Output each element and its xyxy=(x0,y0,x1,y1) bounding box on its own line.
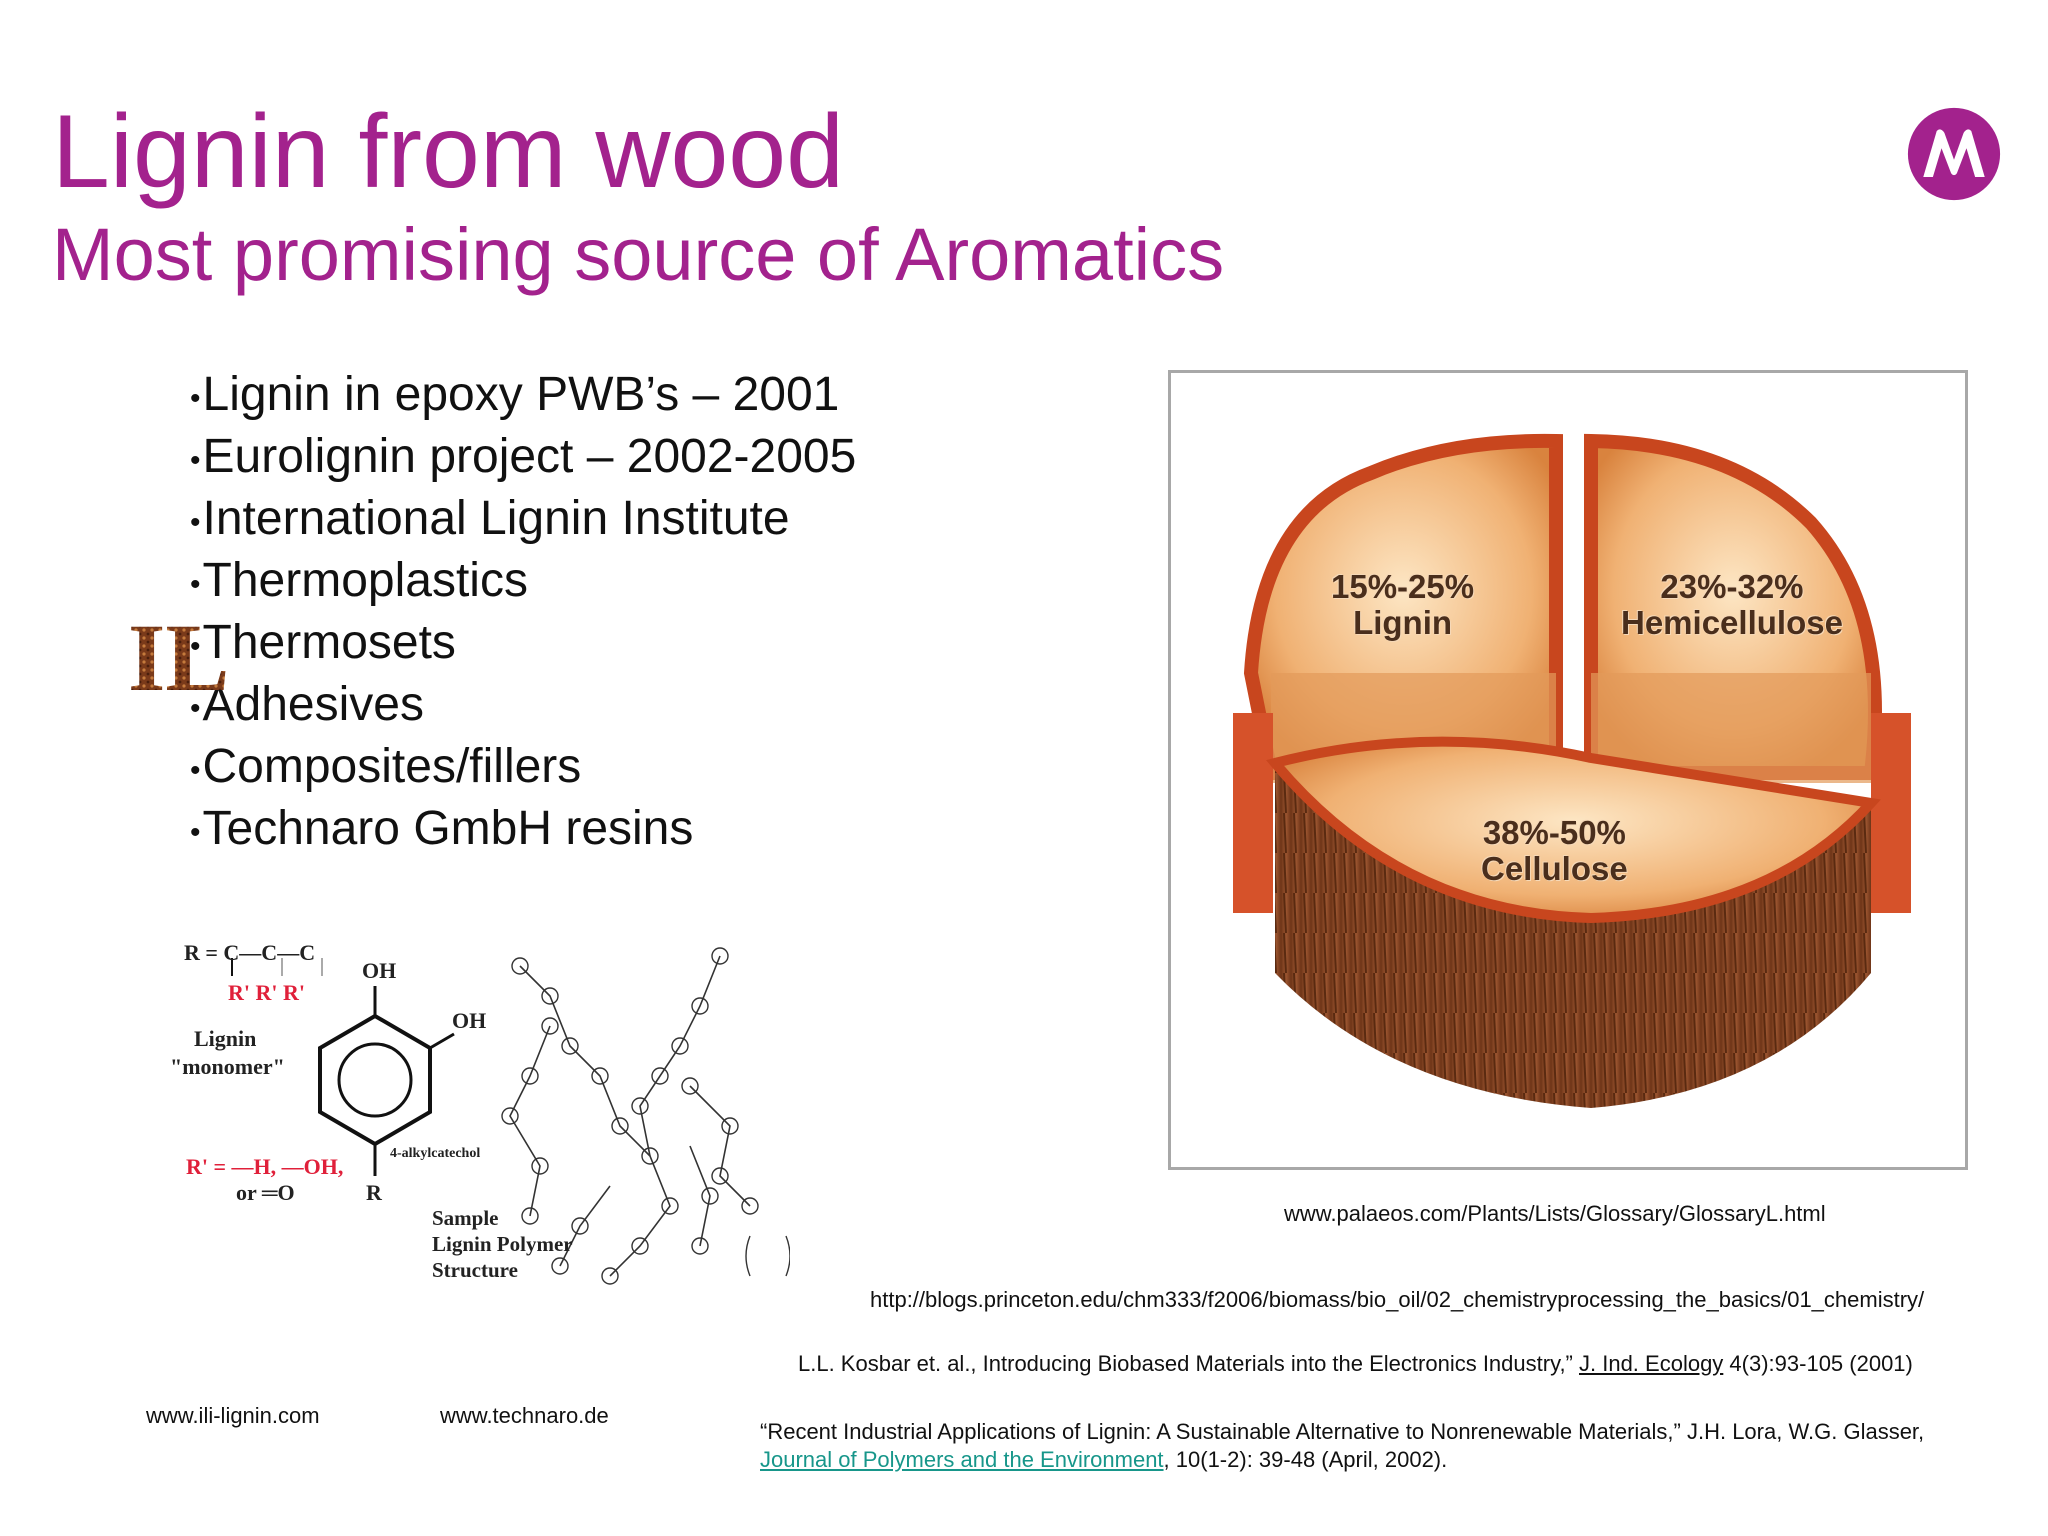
slide-title: Lignin from wood xyxy=(52,94,844,210)
r-prime-row: R' R' R' xyxy=(228,980,305,1005)
lignin-monomer-structure xyxy=(231,958,455,1176)
bullet-item: •Adhesives xyxy=(190,678,424,731)
polymer-label-lignin-polymer: Lignin Polymer xyxy=(432,1232,573,1256)
reference-kosbar: L.L. Kosbar et. al., Introducing Biobase… xyxy=(798,1351,1913,1376)
lignin-chemistry-figure: R = C—C—C R' R' R' OH OH Lignin "monomer… xyxy=(170,936,790,1301)
polymer-label-structure: Structure xyxy=(432,1258,518,1282)
catechol-label: 4-alkylcatechol xyxy=(390,1146,481,1161)
r-bottom-label: R xyxy=(366,1180,382,1205)
bullet-item: •International Lignin Institute xyxy=(190,492,790,545)
oh-top-label: OH xyxy=(362,958,397,983)
lignin-polymer-structure xyxy=(501,947,790,1285)
slide-subtitle: Most promising source of Aromatics xyxy=(52,213,1225,296)
wood-composition-figure: 15%-25% Lignin 23%-32% Hemicellulose 38%… xyxy=(1168,370,1968,1170)
kosbar-journal: J. Ind. Ecology xyxy=(1579,1351,1724,1376)
pie-label-cellulose: 38%-50% Cellulose xyxy=(1481,814,1628,887)
svg-text:ILI: ILI xyxy=(128,612,232,696)
r-prime-definition: R' = —H, —OH, xyxy=(186,1154,344,1179)
motorola-logo-icon xyxy=(1907,107,2001,201)
r-formula: R = C—C—C xyxy=(184,940,316,965)
pie-slice-cellulose-side xyxy=(1275,763,1871,1108)
bullet-item: •Thermoplastics xyxy=(190,554,528,607)
pie-label-lignin: 15%-25% Lignin xyxy=(1331,568,1475,641)
pie-label-hemicellulose: 23%-32% Hemicellulose xyxy=(1621,568,1843,641)
reference-palaeos: www.palaeos.com/Plants/Lists/Glossary/Gl… xyxy=(1284,1201,1826,1226)
polymer-label-sample: Sample xyxy=(432,1206,499,1230)
reference-lora: “Recent Industrial Applications of Ligni… xyxy=(760,1419,1925,1472)
bullet-item: •Technaro GmbH resins xyxy=(190,802,694,855)
wood-pie-illustration xyxy=(1233,433,1911,1108)
ili-url: www.ili-lignin.com xyxy=(146,1403,320,1428)
bullet-item: •Composites/fillers xyxy=(190,740,582,793)
bullet-item: •Lignin in epoxy PWB’s – 2001 xyxy=(190,368,840,421)
monomer-label-quoted: "monomer" xyxy=(170,1054,285,1079)
lora-journal-link[interactable]: Journal of Polymers and the Environment xyxy=(760,1447,1164,1472)
pie-slice-cellulose xyxy=(1266,736,1881,924)
ili-logo-icon: ILI xyxy=(128,612,232,696)
bullet-item: •Eurolignin project – 2002-2005 xyxy=(190,430,857,483)
reference-princeton: http://blogs.princeton.edu/chm333/f2006/… xyxy=(870,1287,1925,1312)
monomer-label-lignin: Lignin xyxy=(194,1026,257,1051)
r-prime-definition-2: or ═O xyxy=(236,1180,295,1205)
bullet-item: •Thermosets xyxy=(190,616,456,669)
technaro-url: www.technaro.de xyxy=(440,1403,609,1428)
oh-right-label: OH xyxy=(452,1008,487,1033)
bullet-list: •Lignin in epoxy PWB’s – 2001 •Euroligni… xyxy=(190,364,856,860)
